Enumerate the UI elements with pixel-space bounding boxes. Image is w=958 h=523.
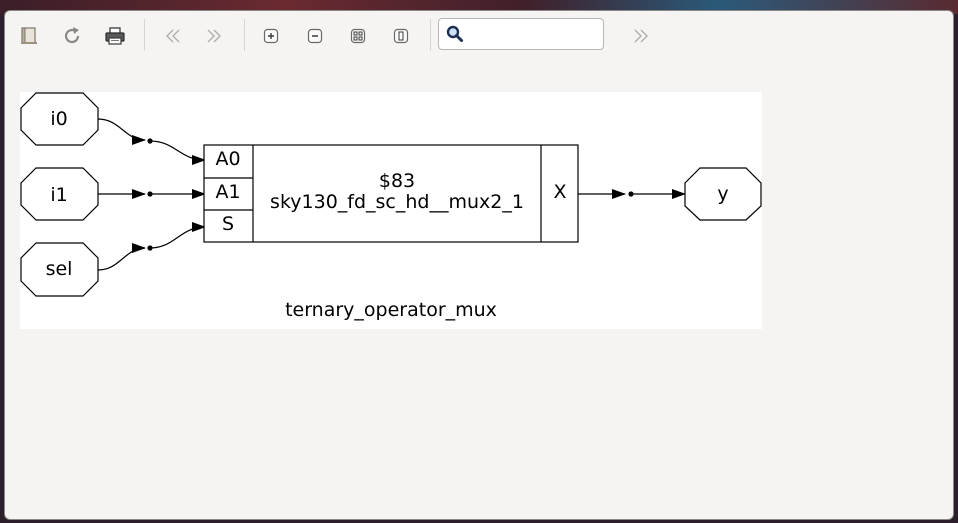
toolbar-separator (144, 19, 145, 51)
zoom-out-icon (307, 28, 323, 44)
reload-button[interactable] (59, 23, 85, 49)
xdot-viewer-window: i0 i1 sel (4, 10, 954, 520)
mux-cell[interactable]: A0 A1 S $83 sky130_fd_sc_hd__mux2_1 X (203, 144, 579, 243)
graph-svg: i0 i1 sel (20, 92, 762, 321)
printer-icon (105, 27, 125, 45)
find-next-button[interactable] (629, 23, 655, 49)
zoom-in-icon (263, 28, 279, 44)
cell-type-label: sky130_fd_sc_hd__mux2_1 (270, 191, 524, 213)
input-port-sel[interactable]: sel (20, 242, 99, 297)
find-next-icon (634, 29, 648, 43)
graph-canvas[interactable]: i0 i1 sel (20, 92, 762, 329)
forward-button[interactable] (202, 23, 228, 49)
port-label-a0: A0 (215, 148, 240, 170)
search-icon (446, 25, 463, 42)
zoom-fit-button[interactable] (345, 23, 371, 49)
wire-y (578, 189, 686, 199)
zoom-original-button[interactable] (388, 23, 414, 49)
wire-i1 (98, 189, 206, 199)
wire-i0 (97, 118, 206, 165)
save-button[interactable] (102, 23, 128, 49)
forward-arrow-icon (207, 29, 221, 43)
back-arrow-icon (166, 29, 180, 43)
reload-icon (64, 27, 80, 44)
zoom-fit-icon (350, 28, 366, 44)
port-label-a1: A1 (215, 181, 240, 203)
input-label-i1: i1 (50, 184, 67, 206)
toolbar-separator (430, 19, 431, 51)
toolbar-separator (244, 19, 245, 51)
wire-sel (97, 222, 206, 271)
cell-id-label: $83 (379, 170, 415, 192)
input-label-i0: i0 (50, 108, 67, 130)
zoom-out-button[interactable] (302, 23, 328, 49)
input-port-i0[interactable]: i0 (20, 92, 99, 146)
toolbar (5, 11, 953, 59)
module-name-label: ternary_operator_mux (285, 299, 497, 321)
back-button[interactable] (159, 23, 185, 49)
input-port-i1[interactable]: i1 (20, 167, 99, 221)
search-box[interactable] (438, 18, 604, 50)
folder-icon (21, 27, 37, 44)
zoom-original-icon (393, 28, 409, 44)
output-label-y: y (717, 183, 728, 205)
port-label-s: S (222, 213, 234, 235)
zoom-in-button[interactable] (258, 23, 284, 49)
input-label-sel: sel (46, 258, 73, 280)
output-port-y[interactable]: y (684, 167, 762, 221)
port-label-x: X (553, 181, 566, 203)
open-button[interactable] (16, 23, 42, 49)
search-input[interactable] (469, 21, 603, 47)
